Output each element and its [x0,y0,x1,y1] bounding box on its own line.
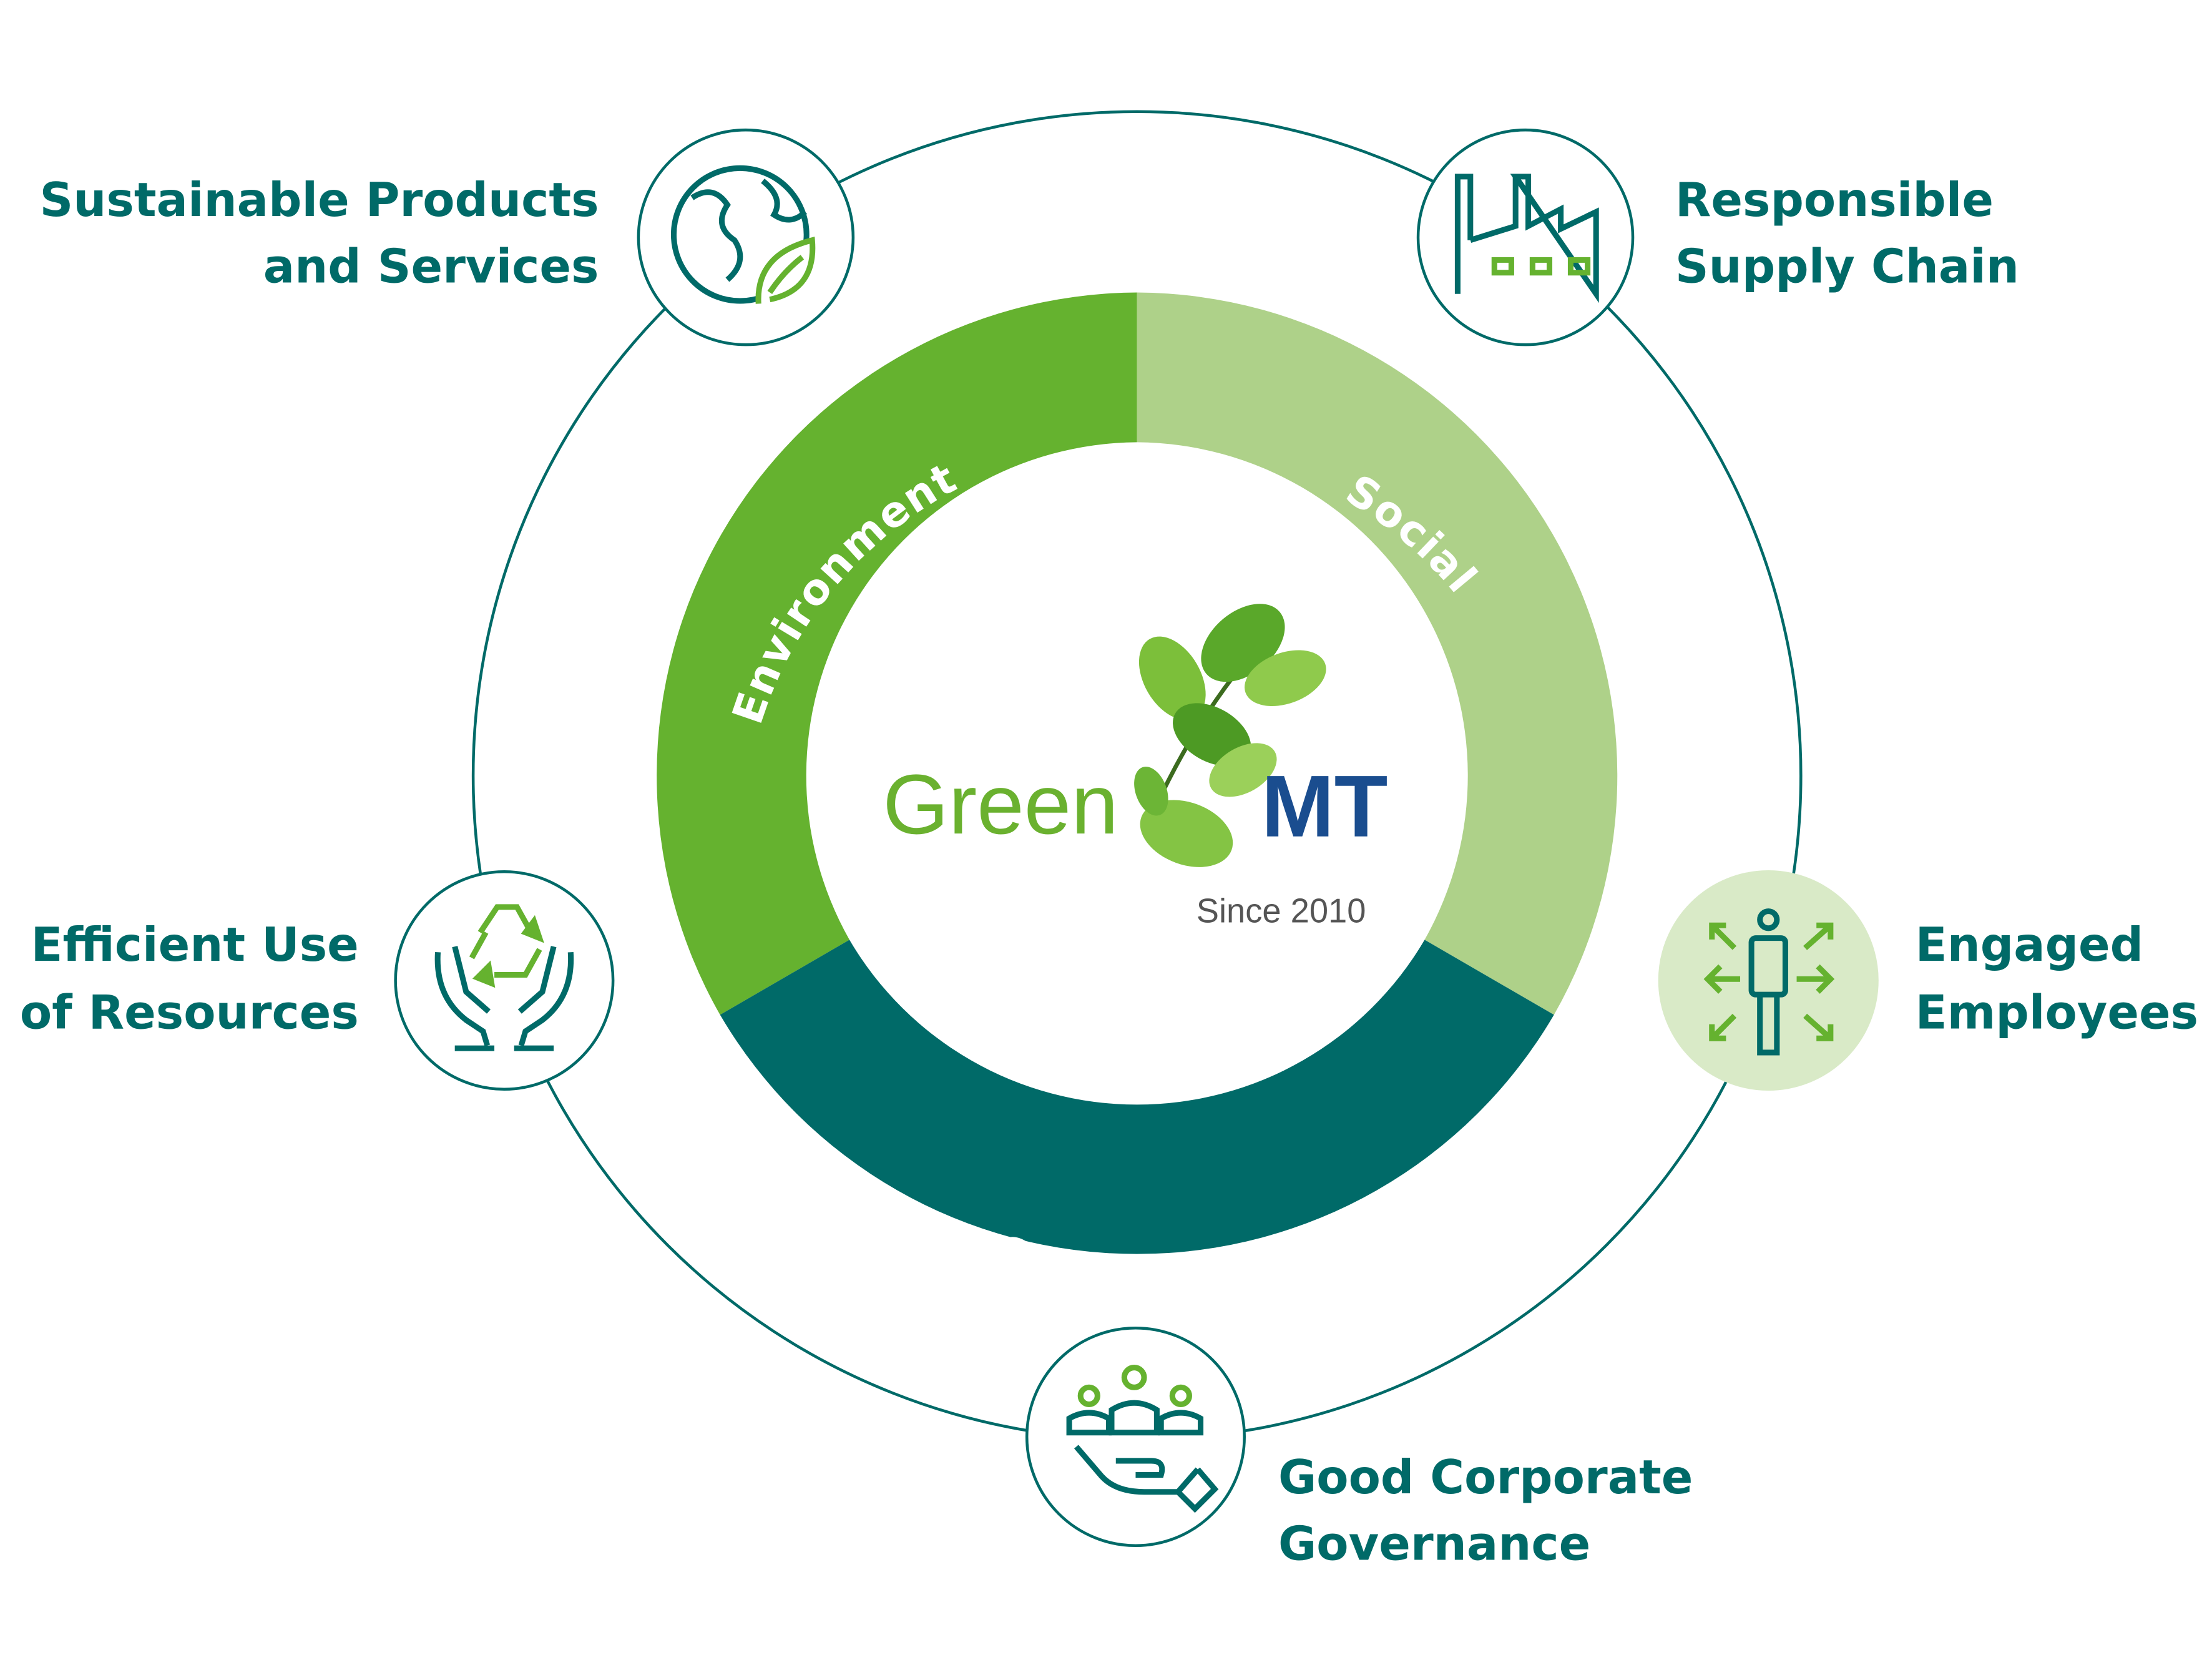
pillar-products: Sustainable Products and Services [40,128,855,346]
pillar-governance-line2: Governance [1278,1516,1590,1571]
pillar-employees-line2: Employees [1916,985,2198,1039]
leaves-icon [1134,604,1326,867]
pillar-supply: Responsible Supply Chain [1416,128,2019,346]
pillar-governance: Good Corporate Governance [1025,1326,1693,1571]
globe-leaf-icon [670,165,816,304]
logo-since-text: Since 2010 [1197,892,1366,930]
pillar-resources-line1: Efficient Use [31,918,359,972]
recycle-hands-icon [434,904,574,1051]
segment-environment [657,292,1137,1015]
pillar-products-line1: Sustainable Products [40,173,599,227]
pillar-supply-line1: Responsible [1675,173,1994,227]
pillar-governance-line1: Good Corporate [1278,1450,1693,1505]
segment-governance [720,940,1554,1254]
logo-mt-text: MT [1261,757,1388,855]
pillar-resources: Efficient Use of Resources [20,870,615,1091]
logo: Green MT Since 2010 [883,604,1388,930]
pillar-resources-line2: of Resources [20,985,359,1039]
pillar-supply-line2: Supply Chain [1675,240,2019,294]
factory-icon [1454,174,1599,303]
logo-green-text: Green [883,757,1118,852]
pillar-employees-line1: Engaged [1916,918,2143,972]
segment-social [1137,292,1618,1015]
pillar-products-line2: and Services [263,240,599,294]
pillar-employees: Engaged Employees [1658,870,2198,1091]
person-arrows-icon [1703,908,1835,1056]
people-hand-icon [1066,1365,1219,1513]
